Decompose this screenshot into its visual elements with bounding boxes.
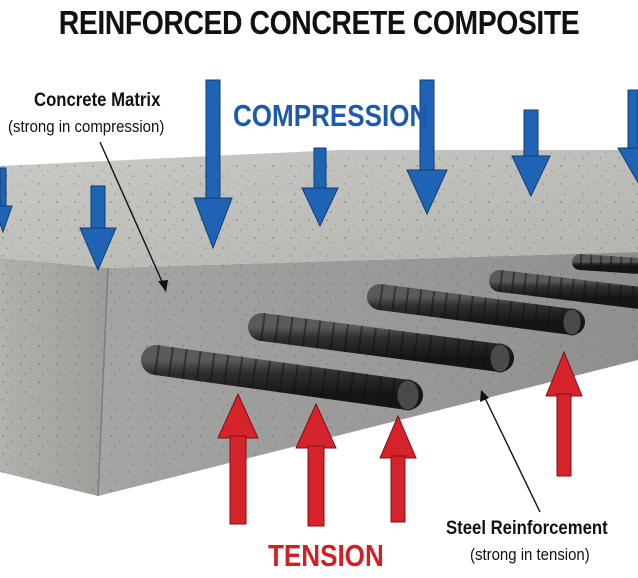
rebar-0: [141, 345, 423, 411]
compression-label: COMPRESSION: [233, 98, 429, 133]
concrete-matrix-label: Concrete Matrix: [34, 90, 161, 111]
rebar-1: [248, 313, 514, 373]
steel-reinforcement-leader: [483, 395, 541, 513]
concrete-matrix-leader: [99, 141, 165, 287]
tension-arrows: [217, 350, 583, 527]
steel-reinforcement-note: (strong in tension): [470, 545, 590, 564]
rebar-4: [572, 254, 638, 274]
concrete-matrix-leader-arrowhead: [158, 280, 168, 292]
arrow-down-icon: [511, 109, 551, 198]
arrow-up-icon: [545, 350, 583, 477]
compression-arrows: [0, 79, 638, 272]
rebar-group: [141, 254, 638, 411]
page-title: REINFORCED CONCRETE COMPOSITE: [58, 4, 580, 41]
steel-reinforcement-leader-arrowhead: [480, 390, 489, 402]
arrow-down-icon: [301, 147, 339, 228]
arrow-down-icon: [406, 79, 448, 216]
arrow-down-icon: [193, 79, 233, 250]
tension-label: TENSION: [268, 538, 384, 573]
slab-edge: [97, 267, 109, 497]
concrete-matrix-note: (strong in compression): [8, 117, 165, 136]
arrow-down-icon: [617, 89, 638, 184]
arrow-up-icon: [379, 414, 417, 523]
steel-reinforcement-label: Steel Reinforcement: [446, 518, 608, 539]
rebar-2: [367, 284, 585, 336]
arrow-down-icon: [0, 167, 13, 234]
arrow-up-icon: [295, 402, 337, 527]
arrow-up-icon: [217, 392, 259, 525]
arrow-down-icon: [79, 185, 117, 272]
rebar-3: [489, 270, 638, 309]
